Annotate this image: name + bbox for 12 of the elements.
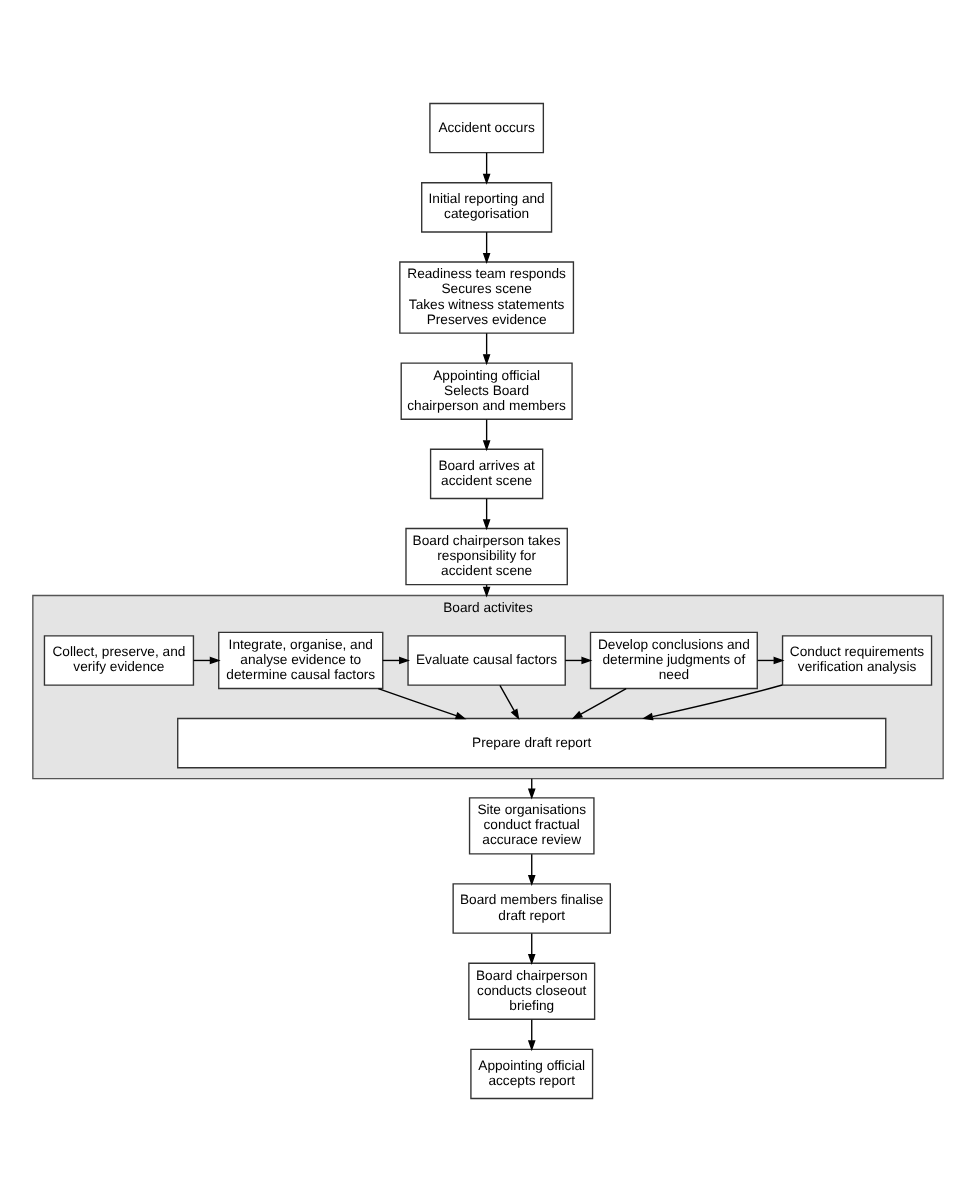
arrow <box>482 230 491 263</box>
arrow <box>642 683 783 720</box>
arrow <box>482 417 491 451</box>
arrow <box>482 151 491 184</box>
arrow <box>571 687 627 719</box>
arrow <box>499 683 520 719</box>
arrow <box>527 931 536 964</box>
arrow <box>527 852 536 885</box>
arrow <box>527 1018 536 1051</box>
arrow <box>482 497 491 530</box>
arrow <box>482 331 491 365</box>
arrow <box>377 687 467 719</box>
